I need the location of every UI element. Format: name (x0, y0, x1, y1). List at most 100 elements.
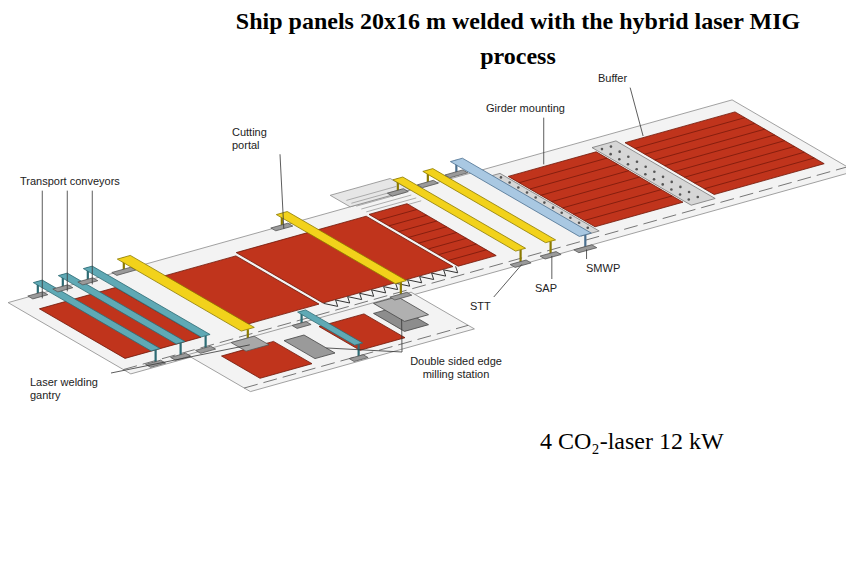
panel-stiffener (645, 123, 755, 154)
plate-dot (644, 173, 647, 176)
plate-dot (661, 183, 664, 186)
gantry-foot (78, 278, 98, 285)
steel-panel (625, 112, 824, 195)
plate-dot (517, 186, 520, 189)
leader-line (280, 154, 284, 228)
panel-support (432, 270, 446, 276)
steel-panel (508, 152, 683, 227)
floor-marking (123, 167, 846, 370)
panel-support (420, 273, 434, 279)
plate-dot (627, 163, 630, 166)
gantry-foot (417, 180, 438, 187)
panel-stiffener (694, 152, 804, 183)
part-label: Transport conveyors (20, 175, 120, 188)
panel-stiffener (552, 177, 640, 202)
gantry-foot (53, 285, 73, 292)
gantry-foot (387, 189, 408, 196)
plate-dot (644, 165, 647, 168)
panel-support (372, 287, 386, 293)
gantry-foot (112, 267, 136, 275)
edge-guide (284, 335, 335, 359)
plate-dot (679, 186, 682, 189)
welding-head (231, 336, 269, 351)
panel-stiffener (655, 129, 765, 160)
gantry-beam (117, 255, 254, 331)
gantry-beam (450, 158, 591, 236)
gantry-beam (276, 212, 406, 284)
part-label: Laser welding gantry (30, 376, 108, 401)
plate-dot (696, 196, 699, 199)
panel-stiffener (379, 209, 417, 220)
panel-support (336, 297, 350, 303)
plate-dot (627, 155, 630, 158)
gantry-foot (390, 292, 412, 300)
gantry-foot (445, 170, 468, 178)
leader-line (551, 256, 552, 279)
leader-line (543, 118, 544, 165)
panel-support (324, 300, 338, 306)
gantry-foot (540, 252, 561, 259)
panel-stiffener (419, 233, 457, 244)
laser-spec-note: 4 CO₂-laser 12 kW (540, 428, 724, 456)
plate-dot (618, 150, 621, 153)
plate-dot (636, 160, 639, 163)
panel-stiffener (635, 118, 745, 149)
panel-support (348, 293, 362, 299)
plate-dot (578, 221, 581, 224)
plate-dot (679, 193, 682, 196)
panel-stiffener (573, 190, 661, 215)
panel-stiffener (409, 227, 447, 238)
panel-stiffener (428, 238, 466, 249)
gantry-beam (298, 310, 363, 345)
panel-support (360, 290, 374, 296)
plate-dot (609, 153, 612, 156)
gantry-foot (574, 245, 597, 253)
gantry-foot (292, 322, 311, 329)
plate-dot (635, 168, 638, 171)
panel-stiffener (399, 221, 437, 232)
plate-dot (687, 198, 690, 201)
plate-dot (586, 227, 589, 230)
panel-stiffener (562, 183, 650, 208)
plate-dot (618, 158, 621, 161)
plate-dot (552, 206, 555, 209)
plate-dot (670, 181, 673, 184)
panel-stiffener (389, 215, 427, 226)
gantry-foot (28, 292, 48, 299)
plate-dot (526, 191, 529, 194)
leader-line (630, 88, 643, 136)
panel-stiffener (519, 158, 607, 183)
steel-panel (369, 204, 496, 267)
plate-dot (560, 211, 563, 214)
part-label: Cutting portal (232, 126, 277, 151)
plate-dot (653, 171, 656, 174)
leader-line (494, 264, 522, 297)
panel-stiffener (438, 244, 476, 255)
gantry-foot (271, 223, 293, 231)
panel-stiffener (448, 250, 486, 261)
panel-stiffener (675, 141, 785, 172)
panel-stiffener (541, 171, 629, 196)
plate-dot (610, 145, 613, 148)
panel-support (444, 266, 458, 272)
plate-dot (670, 188, 673, 191)
panel-stiffener (530, 164, 618, 189)
part-label: STT (470, 300, 491, 313)
leader-line (111, 345, 250, 373)
panel-support (384, 283, 398, 289)
leader-line (326, 348, 402, 352)
part-label: Buffer (598, 72, 627, 85)
plate-dot (601, 148, 604, 151)
part-label: SAP (535, 282, 557, 295)
panel-stiffener (704, 158, 814, 189)
plate-dot (662, 176, 665, 179)
leader-line (42, 191, 43, 299)
plate-dot (543, 201, 546, 204)
plate-dot (569, 216, 572, 219)
leader-line (586, 249, 587, 259)
plate-dot (508, 181, 511, 184)
title: Ship panels 20x16 m welded with the hybr… (198, 4, 838, 74)
